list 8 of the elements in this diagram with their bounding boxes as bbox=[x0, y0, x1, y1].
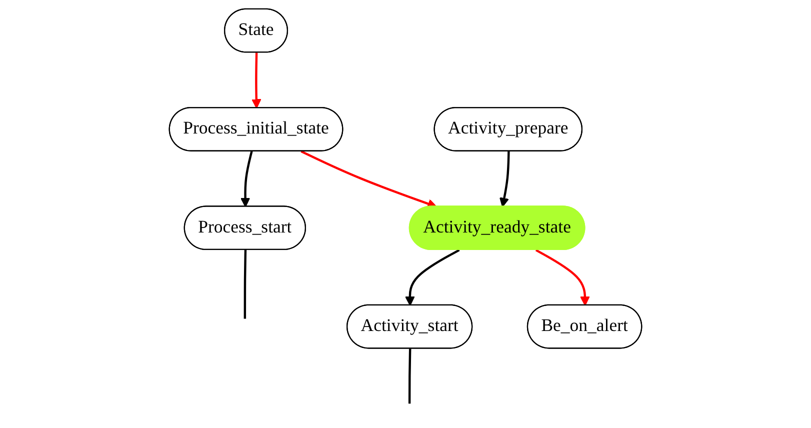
arrow bbox=[499, 151, 510, 208]
arrow bbox=[252, 52, 262, 109]
arrow bbox=[300, 150, 438, 208]
connector bbox=[408, 348, 412, 404]
arrow bbox=[240, 151, 253, 208]
connector bbox=[244, 250, 247, 319]
arrow bbox=[535, 249, 590, 306]
arrow bbox=[405, 249, 460, 306]
